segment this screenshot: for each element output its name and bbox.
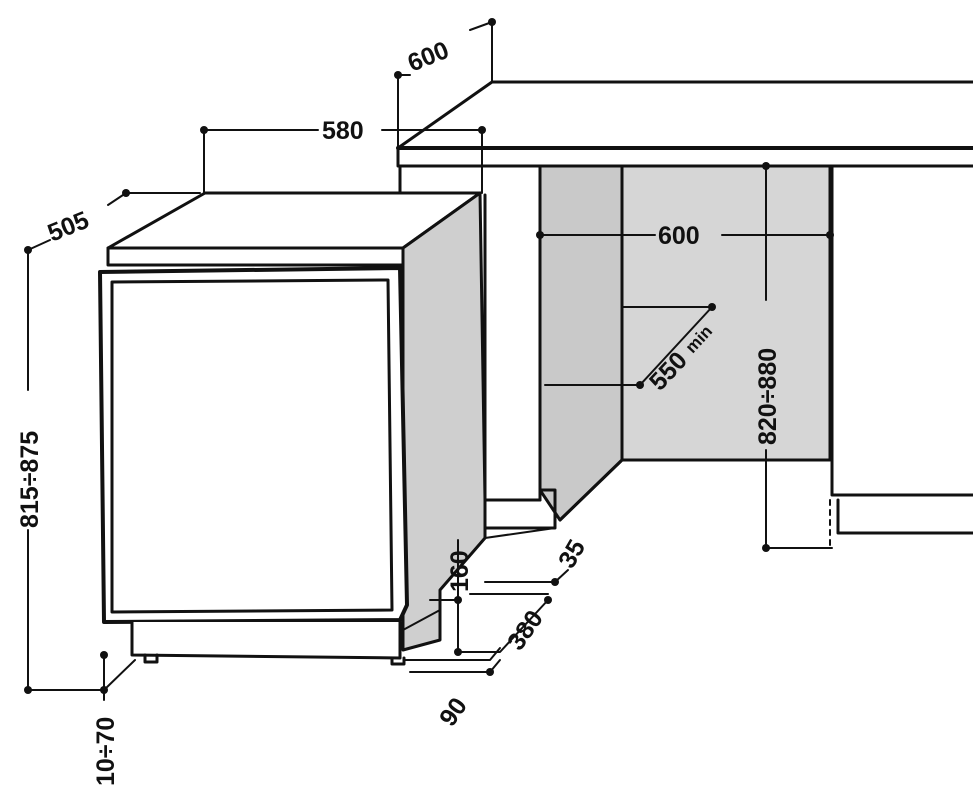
niche-floor-step [483,488,557,530]
label-plinth-height: 160 [446,550,474,592]
appliance-plinth-cut [402,609,441,651]
label-plinth-recess: 35 [553,535,591,573]
label-appliance-width: 580 [322,117,364,145]
countertop-bottom-edge [396,146,973,168]
label-appliance-depth: 505 [44,206,93,248]
appliance-base [130,620,402,660]
dim-line-foot-depth [457,599,549,653]
dim-line-foot [103,654,136,701]
floor-line-3 [404,647,501,661]
countertop-top [396,80,973,150]
appliance-top-edge [106,246,405,267]
appliance-foot-right [390,656,406,666]
niche-left-side [538,164,624,522]
appliance-door-panel [110,278,394,614]
label-height-range: 815÷875 [16,431,44,528]
niche-back-wall [620,164,832,462]
label-foot-depth: 380 [502,605,549,655]
label-countertop-depth: 600 [404,36,453,78]
label-niche-height: 820÷880 [754,348,782,445]
label-foot-adjust: 10÷70 [92,717,120,786]
label-front-offset: 90 [434,693,473,732]
label-niche-width: 600 [658,222,700,250]
niche-right-wall [830,164,973,497]
niche-right-plinth [836,498,973,535]
niche-floor-line [558,458,624,522]
dimension-dots [24,18,834,694]
plinth-step [439,527,556,591]
appliance-foot-left [143,653,159,664]
dim-line-niche-depth [544,306,713,386]
